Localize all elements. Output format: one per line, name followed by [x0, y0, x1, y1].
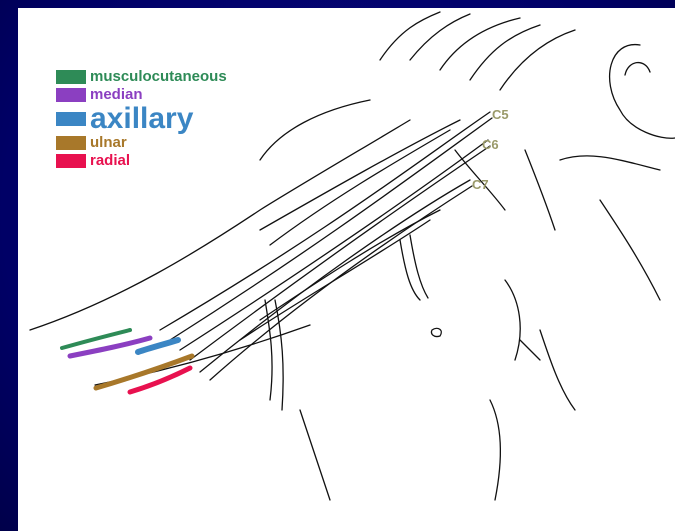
trunk-side	[300, 410, 330, 500]
trunk-side	[505, 280, 520, 360]
shoulder-curve	[260, 100, 370, 160]
ulnar-swatch	[56, 136, 86, 150]
legend-item-ulnar: ulnar	[56, 134, 227, 152]
neck-strand	[410, 14, 470, 60]
neck-strand	[440, 18, 520, 70]
axillary-swatch	[56, 112, 86, 126]
legend-label: musculocutaneous	[90, 69, 227, 85]
nerve-line	[190, 146, 490, 360]
nipple	[431, 328, 441, 336]
root-label-c7: C7	[472, 177, 489, 192]
legend-item-musculocutaneous: musculocutaneous	[56, 68, 227, 86]
trunk-side	[540, 330, 575, 410]
trunk-side	[490, 400, 500, 500]
root-label-c6: C6	[482, 137, 499, 152]
legend-item-radial: radial	[56, 152, 227, 170]
legend-item-axillary: axillary	[56, 104, 227, 134]
root-label-c5: C5	[492, 107, 509, 122]
nerve-line	[180, 140, 488, 350]
neck-strand	[380, 12, 440, 60]
radial-terminal	[130, 368, 190, 392]
radial-swatch	[56, 154, 86, 168]
nerve-line	[200, 180, 470, 372]
jaw-line	[560, 156, 660, 170]
legend-label: median	[90, 87, 143, 103]
musculocutaneous-swatch	[56, 70, 86, 84]
nerve-line	[210, 186, 472, 380]
neck-back	[600, 200, 660, 300]
legend-label: radial	[90, 153, 130, 169]
legend-label: axillary	[90, 104, 193, 134]
nerve-legend: musculocutaneous median axillary ulnar r…	[56, 68, 227, 170]
ear-outline	[610, 45, 675, 139]
median-swatch	[56, 88, 86, 102]
legend-label: ulnar	[90, 135, 127, 151]
neck-strand	[500, 30, 575, 90]
trunk-mark	[520, 340, 540, 360]
neck-side	[525, 150, 555, 230]
ear-inner	[625, 63, 650, 75]
